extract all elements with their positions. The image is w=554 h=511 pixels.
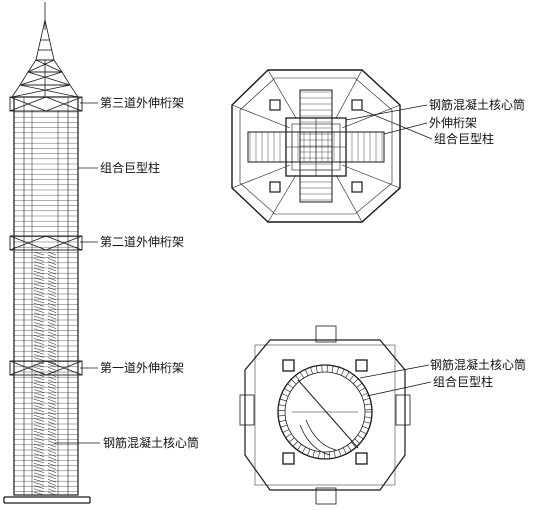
plan-upper-hatch (249, 91, 383, 201)
tower-shaft (13, 96, 79, 496)
outrigger-truss-1 (9, 360, 83, 376)
tower-base (3, 496, 91, 504)
tower-spire (11, 2, 79, 98)
label-outrigger-upper: 外伸桁架 (429, 116, 478, 130)
label-mega-column-lower: 组合巨型柱 (433, 375, 494, 389)
core-tube-elevation (33, 251, 57, 496)
label-core-tube-upper: 钢筋混凝土核心筒 (429, 98, 526, 112)
outrigger-truss-3 (9, 96, 83, 112)
plan-lower-hatch (278, 365, 372, 459)
label-core-tube-elevation: 钢筋混凝土核心筒 (103, 436, 200, 450)
label-truss-1: 第一道外伸桁架 (100, 361, 185, 375)
floor-lines (14, 111, 78, 492)
plan-lower-drawing (239, 325, 411, 505)
plan-lower-leaders (359, 364, 432, 397)
elevation-leaders (54, 102, 100, 444)
label-core-tube-lower: 钢筋混凝土核心筒 (430, 358, 527, 372)
label-mega-column-upper: 组合巨型柱 (434, 132, 495, 146)
label-truss-3: 第三道外伸桁架 (100, 96, 185, 110)
plan-upper-leaders (345, 104, 433, 140)
label-truss-2: 第二道外伸桁架 (100, 235, 185, 249)
label-mega-column-elevation: 组合巨型柱 (100, 161, 161, 175)
outrigger-truss-2 (9, 235, 83, 251)
